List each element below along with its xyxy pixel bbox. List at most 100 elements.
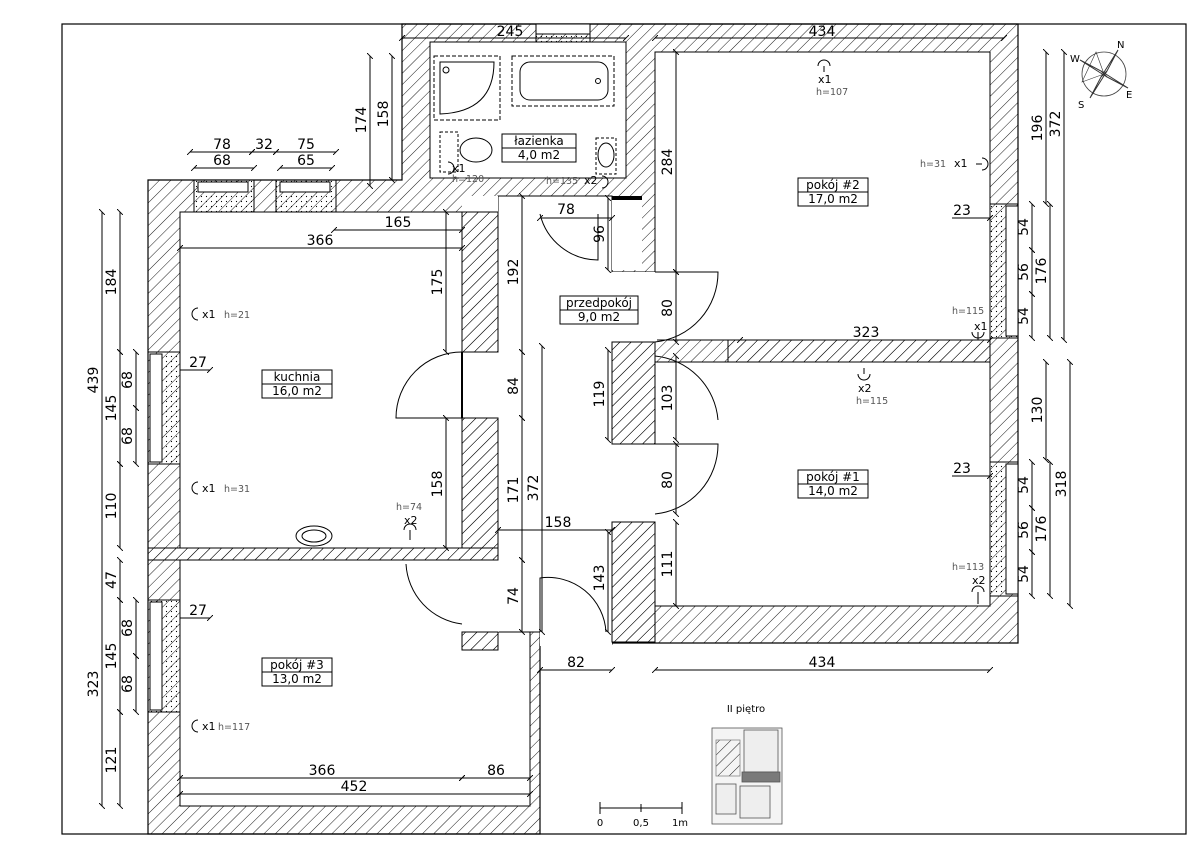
compass-rose-icon: N W E S bbox=[1070, 40, 1132, 111]
svg-text:x1: x1 bbox=[954, 157, 968, 170]
room-name: pokój #1 bbox=[806, 470, 860, 484]
outlet-marker: h=74 x2 bbox=[396, 502, 422, 540]
room-area: 9,0 m2 bbox=[578, 310, 620, 324]
scale-bar: 0 0,5 1m bbox=[597, 802, 688, 829]
dimension-labels: 245 434 174 158 78 32 75 68 65 165 366 1… bbox=[86, 24, 1070, 795]
svg-text:E: E bbox=[1126, 90, 1132, 101]
dim-label: 68 bbox=[120, 619, 136, 637]
dim-label: 56 bbox=[1016, 521, 1032, 539]
room-area: 16,0 m2 bbox=[272, 384, 322, 398]
svg-text:0: 0 bbox=[597, 818, 603, 829]
dim-label: 171 bbox=[506, 477, 522, 504]
dim-label: 184 bbox=[104, 269, 120, 296]
dim-label: 130 bbox=[1030, 397, 1046, 424]
dim-label: 119 bbox=[592, 381, 608, 408]
svg-text:h=135: h=135 bbox=[546, 176, 578, 187]
shower-tray bbox=[433, 55, 501, 121]
dim-label: 434 bbox=[809, 24, 836, 40]
dimension-lines bbox=[102, 38, 1070, 806]
svg-text:x2: x2 bbox=[858, 382, 872, 395]
room-name: pokój #3 bbox=[270, 658, 324, 672]
room-area: 13,0 m2 bbox=[272, 672, 322, 686]
label-przedpokoj: przedpokój 9,0 m2 bbox=[559, 295, 639, 325]
windows bbox=[147, 23, 1019, 713]
svg-text:h=31: h=31 bbox=[224, 484, 250, 495]
sink-bath bbox=[595, 137, 617, 175]
outlet-marker: h=115 x1 bbox=[952, 306, 988, 340]
dim-label: 74 bbox=[506, 587, 522, 605]
dim-label: 23 bbox=[953, 203, 971, 219]
dim-label: 68 bbox=[213, 153, 231, 169]
dim-label: 47 bbox=[104, 571, 120, 589]
outlet-marker: x1 h=107 bbox=[816, 59, 848, 98]
room-name: łazienka bbox=[514, 134, 563, 148]
svg-text:x1: x1 bbox=[974, 320, 988, 333]
dim-label: 103 bbox=[660, 385, 676, 412]
dim-label: 176 bbox=[1034, 516, 1050, 543]
outlet-marker: x1 h=31 bbox=[191, 481, 250, 495]
svg-text:x1: x1 bbox=[202, 720, 216, 733]
svg-text:0,5: 0,5 bbox=[633, 818, 649, 829]
toilet bbox=[439, 131, 459, 173]
dim-label: 452 bbox=[341, 779, 368, 795]
dim-label: 27 bbox=[189, 603, 207, 619]
svg-text:x1: x1 bbox=[818, 73, 832, 86]
outlet-marker: x1 h=117 bbox=[191, 719, 250, 733]
dim-label: 175 bbox=[430, 269, 446, 296]
dim-label: 54 bbox=[1016, 307, 1032, 325]
dim-label: 318 bbox=[1054, 471, 1070, 498]
dim-label: 75 bbox=[297, 137, 315, 153]
dim-label: 68 bbox=[120, 675, 136, 693]
outlet-marker: h=135 x2 bbox=[546, 174, 609, 189]
dim-label: 121 bbox=[104, 747, 120, 774]
room-name: przedpokój bbox=[566, 296, 632, 310]
svg-text:h=115: h=115 bbox=[952, 306, 984, 317]
dim-label: 82 bbox=[567, 655, 585, 671]
label-pokoj1: pokój #1 14,0 m2 bbox=[797, 469, 869, 499]
svg-text:N: N bbox=[1117, 40, 1124, 51]
dim-label: 165 bbox=[385, 215, 412, 231]
walls bbox=[147, 23, 1019, 835]
kitchen-sink bbox=[295, 525, 333, 547]
dim-label: 80 bbox=[660, 299, 676, 317]
dim-label: 111 bbox=[660, 551, 676, 578]
dim-label: 80 bbox=[660, 471, 676, 489]
dim-label: 145 bbox=[104, 395, 120, 422]
svg-text:S: S bbox=[1078, 100, 1084, 111]
svg-text:x2: x2 bbox=[972, 574, 986, 587]
dim-label: 27 bbox=[189, 355, 207, 371]
floor-label: II piętro bbox=[727, 704, 765, 715]
dim-label: 323 bbox=[853, 325, 880, 341]
svg-text:h=107: h=107 bbox=[816, 87, 848, 98]
dim-label: 366 bbox=[309, 763, 336, 779]
dim-label: 366 bbox=[307, 233, 334, 249]
dim-label: 56 bbox=[1016, 263, 1032, 281]
dim-label: 174 bbox=[354, 107, 370, 134]
dim-label: 110 bbox=[104, 493, 120, 520]
dim-label: 176 bbox=[1034, 258, 1050, 285]
outlet-marker: h=113 x2 bbox=[952, 562, 986, 604]
dim-label: 439 bbox=[86, 367, 102, 394]
svg-text:h=120: h=120 bbox=[452, 174, 484, 185]
dim-label: 78 bbox=[213, 137, 231, 153]
svg-text:x2: x2 bbox=[404, 514, 418, 527]
label-lazienka: łazienka 4,0 m2 bbox=[501, 133, 577, 163]
floor-key-thumbnail bbox=[711, 727, 783, 825]
fixtures bbox=[295, 55, 617, 547]
room-labels: łazienka 4,0 m2 pokój #2 17,0 m2 przedpo… bbox=[261, 133, 869, 687]
dim-label: 96 bbox=[592, 225, 608, 243]
svg-text:x1: x1 bbox=[202, 308, 216, 321]
label-pokoj3: pokój #3 13,0 m2 bbox=[261, 657, 333, 687]
svg-text:h=74: h=74 bbox=[396, 502, 422, 513]
label-kuchnia: kuchnia 16,0 m2 bbox=[261, 369, 333, 399]
svg-text:h=113: h=113 bbox=[952, 562, 984, 573]
dim-label: 78 bbox=[557, 202, 575, 218]
room-name: kuchnia bbox=[274, 370, 321, 384]
svg-text:1m: 1m bbox=[672, 818, 688, 829]
dim-label: 65 bbox=[297, 153, 315, 169]
dim-label: 143 bbox=[592, 565, 608, 592]
dim-label: 196 bbox=[1030, 115, 1046, 142]
dim-label: 372 bbox=[526, 475, 542, 502]
dim-label: 158 bbox=[430, 471, 446, 498]
